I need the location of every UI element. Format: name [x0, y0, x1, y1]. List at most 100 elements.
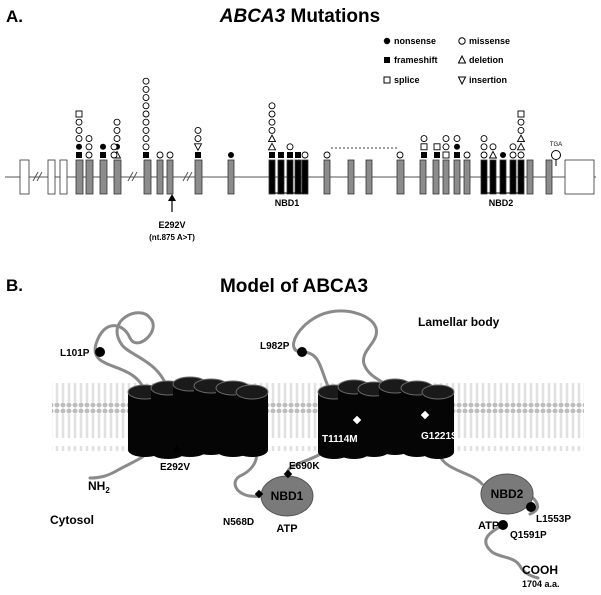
frameshift-marker [287, 152, 293, 158]
missense-marker [142, 135, 150, 143]
missense-marker [509, 151, 517, 159]
legend: nonsense missense frameshift deletion sp… [383, 36, 510, 86]
nonsense-marker [76, 143, 82, 150]
frameshift-marker [434, 152, 440, 158]
legend-nonsense: nonsense [394, 36, 436, 46]
missense-marker [113, 118, 121, 126]
nbd2-domain-label: NBD2 [489, 198, 514, 208]
l1553p-label: L1553P [536, 514, 571, 525]
missense-marker [194, 126, 202, 134]
frameshift-marker [269, 152, 275, 158]
frameshift-marker [100, 152, 106, 158]
l101p-label: L101P [60, 348, 90, 359]
helix-top [421, 384, 455, 400]
e292v-arrowhead [168, 194, 176, 201]
nonsense-marker [500, 152, 506, 158]
missense-marker [142, 77, 150, 85]
e690k-label: E690K [289, 461, 320, 472]
missense-marker [110, 151, 118, 159]
missense-marker [442, 135, 450, 143]
tm-helix [235, 384, 269, 457]
l101p-site [95, 347, 105, 357]
mutation-markers [75, 77, 526, 159]
exon [489, 159, 497, 195]
n568d-label: N568D [223, 517, 254, 528]
tga-label: TGA [550, 142, 562, 148]
exon [323, 159, 331, 195]
nbd2-label: NBD2 [491, 487, 524, 501]
exon [564, 159, 595, 195]
frameshift-marker [76, 152, 82, 158]
missense-marker [458, 37, 466, 45]
insertion-marker [457, 76, 467, 86]
length-label: 1704 a.a. [522, 579, 560, 589]
exon [19, 159, 30, 195]
q1591p-site [498, 520, 508, 530]
missense-marker [142, 118, 150, 126]
e292v-callout: E292V [158, 220, 185, 230]
missense-marker [142, 102, 150, 110]
splice-marker [75, 110, 83, 118]
panel-a-title: ABCA3 Mutations [219, 6, 380, 27]
exon [294, 159, 302, 195]
exon [277, 159, 285, 195]
l1553p-site [526, 502, 536, 512]
missense-marker [142, 110, 150, 118]
exon [59, 159, 68, 195]
helix-bottom [236, 443, 268, 457]
q1591p-label: Q1591P [510, 530, 547, 541]
missense-marker [517, 151, 525, 159]
exon [526, 159, 534, 195]
exon [156, 159, 164, 195]
missense-marker [156, 151, 164, 159]
cytosol-label: Cytosol [50, 513, 94, 527]
exon [432, 159, 440, 195]
exon [396, 159, 405, 195]
legend-deletion: deletion [469, 55, 504, 65]
exon [75, 159, 84, 195]
missense-marker [480, 151, 488, 159]
e292v-nucleotide: (nt.875 A>T) [149, 233, 195, 242]
exon [301, 159, 309, 195]
missense-marker [442, 143, 450, 151]
missense-marker [166, 151, 174, 159]
panel-b-title: Model of ABCA3 [220, 276, 368, 297]
helix-bottom [422, 445, 454, 459]
missense-marker [396, 151, 404, 159]
missense-marker [301, 151, 309, 159]
e690k-site [283, 469, 293, 479]
exon [480, 159, 488, 195]
splice-marker [383, 76, 391, 84]
nonsense-marker [383, 37, 391, 45]
frameshift-marker [143, 152, 149, 158]
missense-marker [142, 143, 150, 151]
exon [545, 159, 553, 195]
exon [194, 159, 203, 195]
missense-marker [268, 118, 276, 126]
l982p-site [297, 347, 307, 357]
missense-marker [85, 135, 93, 143]
frameshift-marker [195, 152, 201, 158]
cooh-label: COOH [522, 563, 558, 577]
panel-b-letter: B. [6, 276, 23, 295]
nonsense-marker [228, 152, 234, 158]
exon [99, 159, 108, 195]
exon [347, 159, 355, 195]
axis-breaks [32, 171, 193, 182]
exon [517, 159, 525, 195]
missense-marker [194, 135, 202, 143]
panel-a-letter: A. [6, 7, 23, 26]
frameshift-marker [421, 152, 427, 158]
missense-marker [75, 118, 83, 126]
nonsense-marker [454, 143, 460, 150]
missense-marker [110, 143, 118, 151]
exon [365, 159, 373, 195]
insertion-marker [193, 143, 203, 152]
stop-codon-marker [551, 150, 561, 160]
splice-marker [420, 143, 428, 151]
exon [453, 159, 461, 195]
missense-marker [113, 126, 121, 134]
missense-marker [420, 135, 428, 143]
frameshift-marker [454, 152, 460, 158]
